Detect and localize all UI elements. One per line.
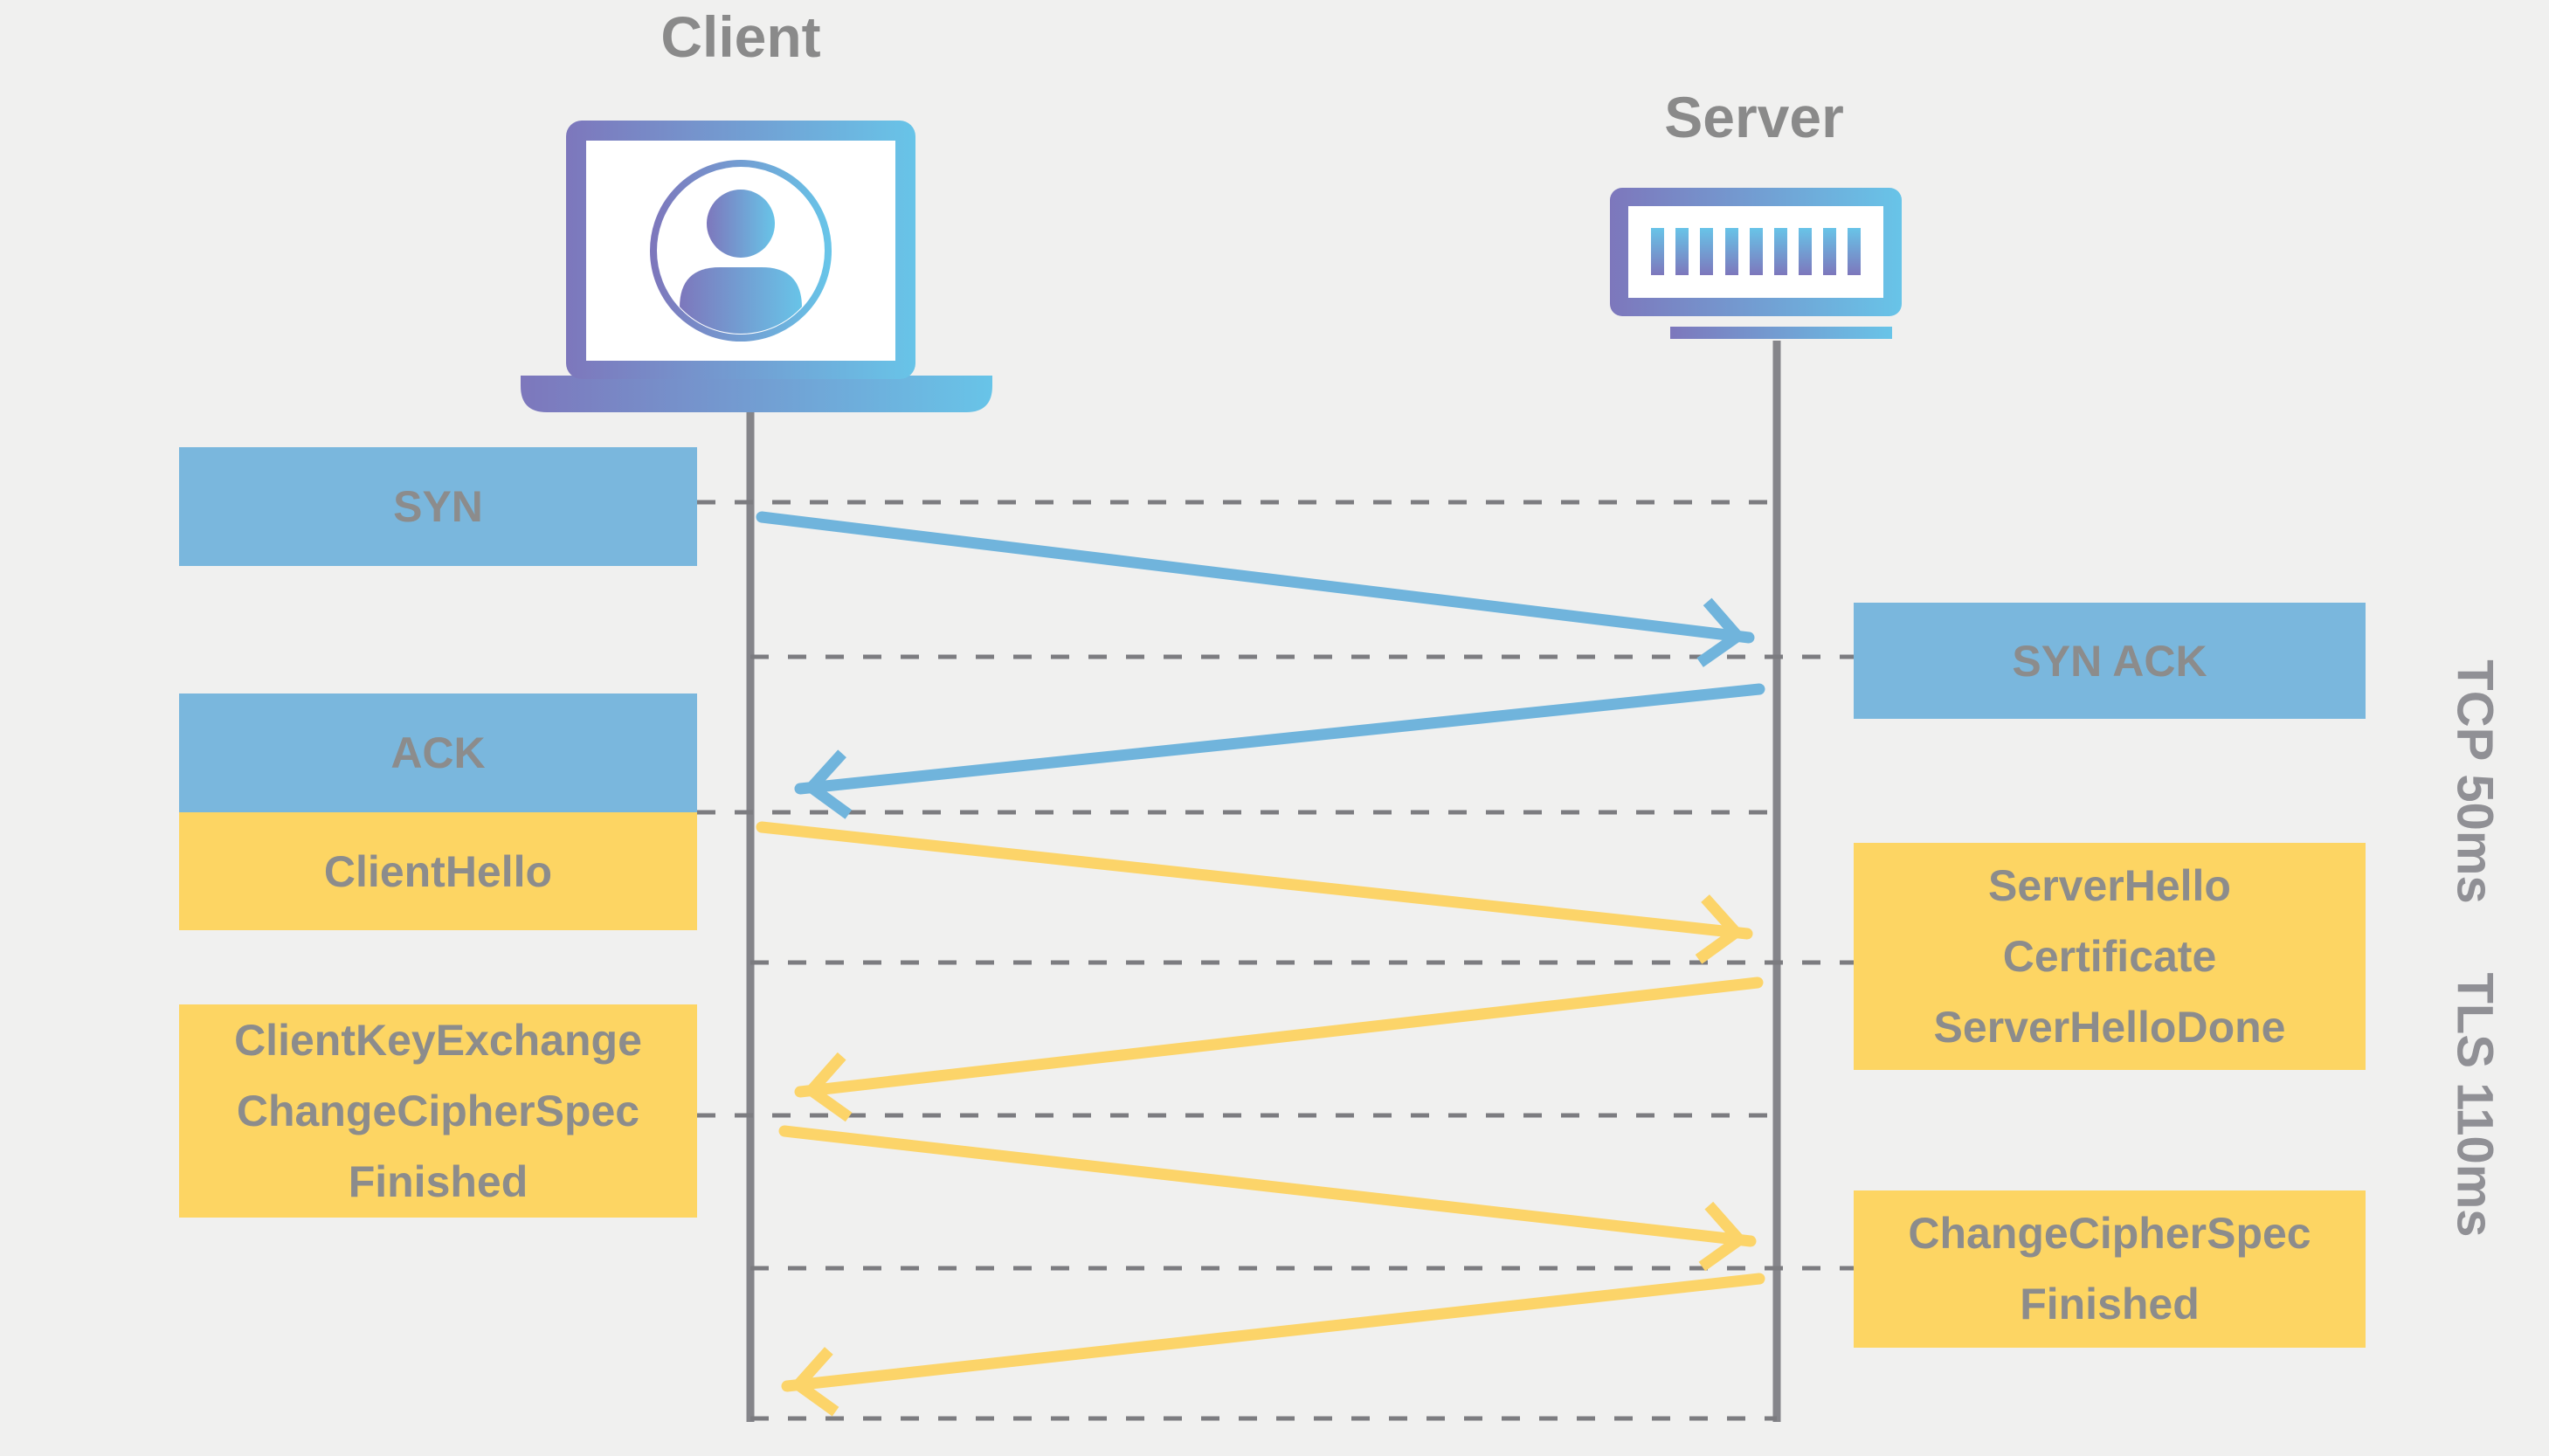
message-box-syn: SYN — [179, 447, 697, 566]
message-box-serverhello: ServerHello Certificate ServerHelloDone — [1854, 843, 2366, 1070]
message-line: Certificate — [2002, 931, 2217, 981]
client-title: Client — [660, 4, 821, 69]
message-line: ServerHelloDone — [1933, 1002, 2286, 1052]
message-line: Finished — [2020, 1280, 2200, 1328]
server-icon — [1610, 188, 1902, 339]
server-title: Server — [1664, 85, 1844, 149]
laptop-base — [521, 376, 992, 412]
arrow-syn — [756, 511, 1755, 667]
message-box-ack: ACK — [179, 693, 697, 812]
message-line: SYN ACK — [2012, 636, 2207, 686]
arrow-serverhello — [794, 976, 1764, 1122]
phase-protocol: TCP — [2446, 659, 2504, 761]
client-laptop-icon — [521, 121, 992, 412]
message-line: ACK — [390, 728, 486, 777]
arrow-clienthello — [756, 821, 1753, 964]
message-box-clientkeyexchange: ClientKeyExchange ChangeCipherSpec Finis… — [179, 1004, 697, 1218]
message-box-synack: SYN ACK — [1854, 603, 2366, 719]
arrow-clientkeyexchange — [778, 1125, 1757, 1272]
message-line: Finished — [348, 1156, 528, 1206]
message-line: ClientHello — [323, 846, 553, 896]
message-line: ChangeCipherSpec — [236, 1086, 640, 1135]
message-box-clienthello: ClientHello — [179, 812, 697, 930]
server-slots — [1651, 228, 1861, 275]
message-line: ChangeCipherSpec — [1908, 1209, 2311, 1258]
phase-duration: 50ms — [2446, 774, 2504, 904]
phase-label-tcp: TCP 50ms — [2446, 659, 2504, 904]
message-line: ClientKeyExchange — [234, 1015, 642, 1065]
arrow-changecipherspec — [781, 1273, 1765, 1417]
avatar-circle — [650, 160, 832, 342]
server-stand — [1670, 327, 1892, 339]
phase-protocol: TLS — [2446, 972, 2504, 1069]
message-box-changecipherspec: ChangeCipherSpec Finished — [1854, 1190, 2366, 1348]
phase-duration: 110ms — [2446, 1082, 2504, 1238]
arrow-synack — [794, 683, 1765, 819]
message-line: ServerHello — [1988, 860, 2231, 910]
message-line: SYN — [393, 482, 483, 531]
phase-label-tls: TLS 110ms — [2446, 972, 2504, 1238]
